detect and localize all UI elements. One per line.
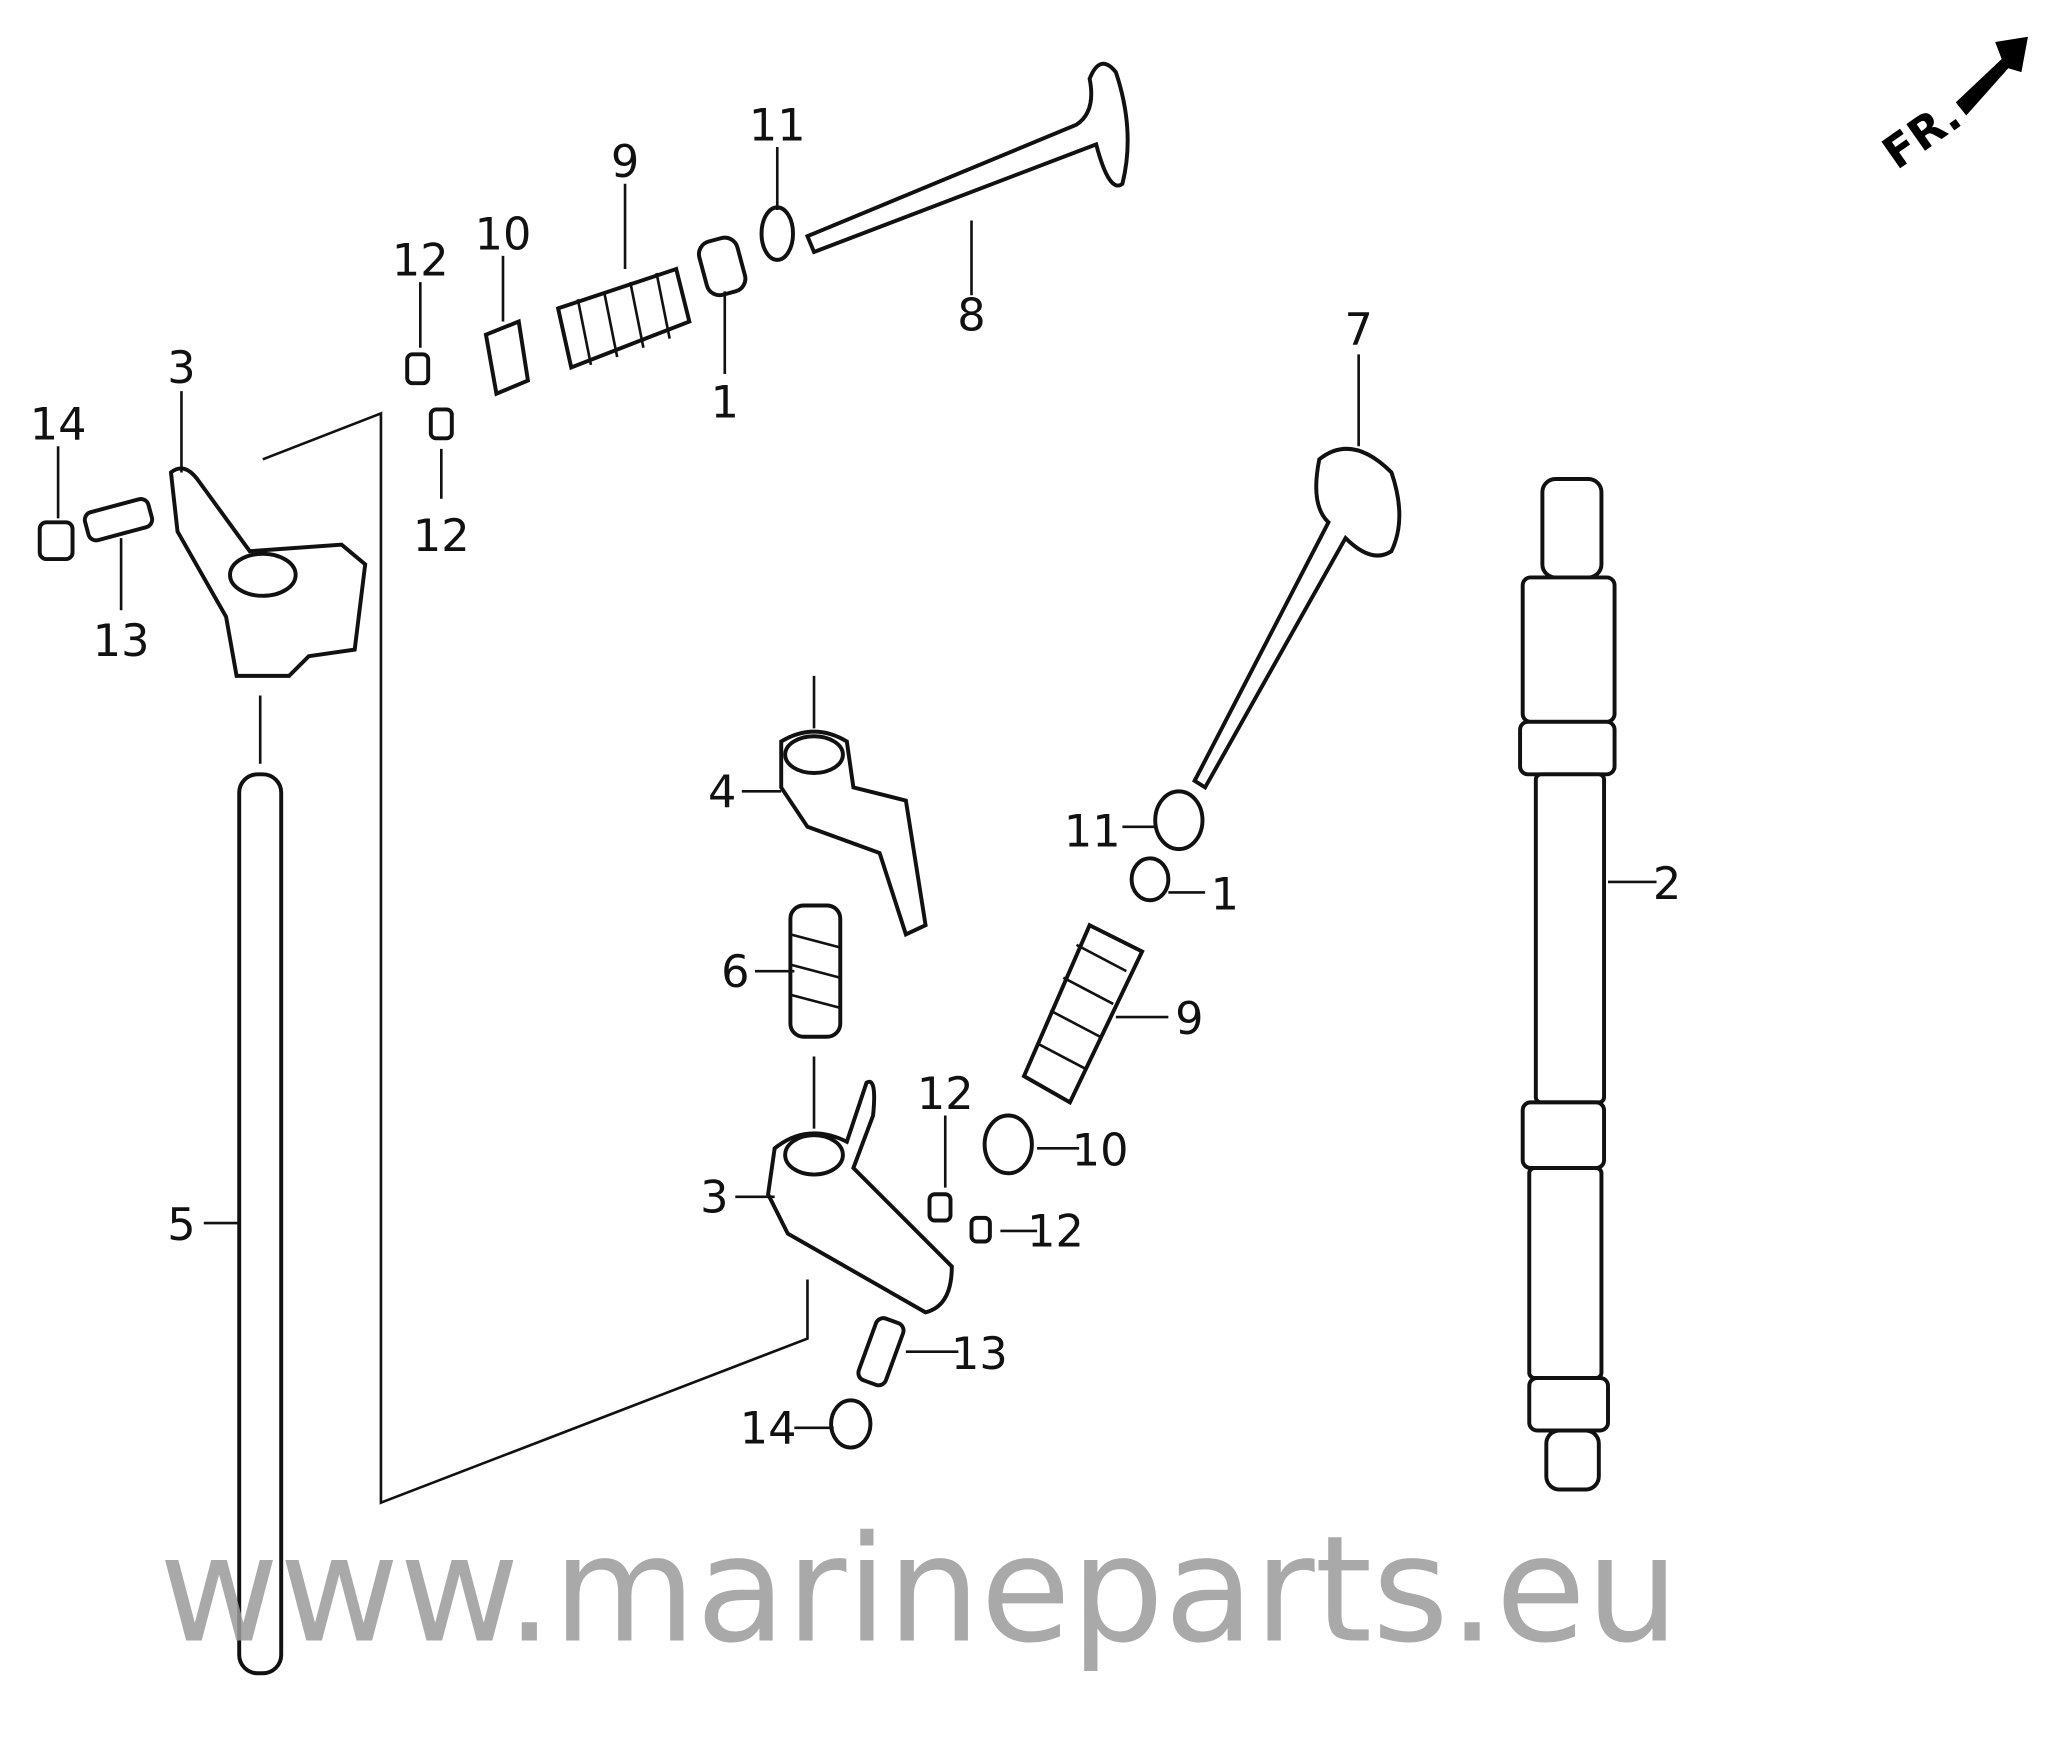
front-direction-arrow-icon: FR. xyxy=(1873,36,2028,180)
callout-2: 2 xyxy=(1653,858,1681,910)
spring-collar xyxy=(483,318,531,397)
valve-cotter xyxy=(428,407,454,441)
callout-1: 1 xyxy=(711,376,739,428)
callout-13: 13 xyxy=(951,1328,1008,1380)
callout-5: 5 xyxy=(167,1199,195,1251)
callouts: 11 9 10 12 8 1 3 14 12 13 7 4 11 1 2 6 9… xyxy=(30,99,1682,1454)
intake-valve xyxy=(1192,446,1402,791)
callout-12: 12 xyxy=(413,510,470,562)
callout-11: 11 xyxy=(1064,805,1121,857)
callout-12: 12 xyxy=(917,1068,974,1120)
link-line xyxy=(262,411,809,1505)
callout-9: 9 xyxy=(611,136,639,188)
rocker-arm xyxy=(779,729,928,938)
rocker-arm xyxy=(168,466,368,678)
callout-3: 3 xyxy=(167,342,195,394)
rocker-spring xyxy=(788,903,843,1039)
callout-14: 14 xyxy=(740,1403,797,1455)
valve-seal xyxy=(696,235,748,298)
callout-3: 3 xyxy=(700,1172,728,1224)
callout-12: 12 xyxy=(1027,1206,1084,1258)
callout-14: 14 xyxy=(30,399,87,451)
callout-1: 1 xyxy=(1211,868,1239,920)
rocker-arm xyxy=(766,1079,954,1315)
lock-nut xyxy=(829,1398,873,1450)
adjusting-screw xyxy=(856,1316,906,1388)
exhaust-valve xyxy=(804,61,1130,255)
callout-10: 10 xyxy=(1072,1124,1129,1176)
valve-cotter xyxy=(405,352,431,386)
callout-4: 4 xyxy=(708,766,736,818)
callout-12: 12 xyxy=(392,235,449,287)
callout-9: 9 xyxy=(1175,993,1203,1045)
watermark: www.marineparts.eu xyxy=(159,1504,1679,1675)
camshaft xyxy=(1518,477,1617,1492)
adjusting-screw xyxy=(82,497,155,543)
callout-6: 6 xyxy=(721,946,749,998)
valve-cotter xyxy=(927,1192,953,1223)
spring-collar xyxy=(982,1113,1034,1176)
valve-cotter xyxy=(969,1215,992,1244)
callout-7: 7 xyxy=(1344,304,1372,356)
callout-8: 8 xyxy=(957,290,985,342)
callout-13: 13 xyxy=(93,615,150,667)
valve-retainer xyxy=(759,205,795,262)
valve-seal xyxy=(1129,856,1171,903)
lock-nut xyxy=(37,520,75,562)
valve-spring xyxy=(555,266,692,371)
callout-10: 10 xyxy=(475,208,532,260)
valve-retainer xyxy=(1153,789,1205,852)
direction-label: FR. xyxy=(1873,90,1970,180)
leader-lines xyxy=(56,146,1657,1430)
valve-spring xyxy=(1021,922,1145,1106)
callout-11: 11 xyxy=(749,99,806,151)
